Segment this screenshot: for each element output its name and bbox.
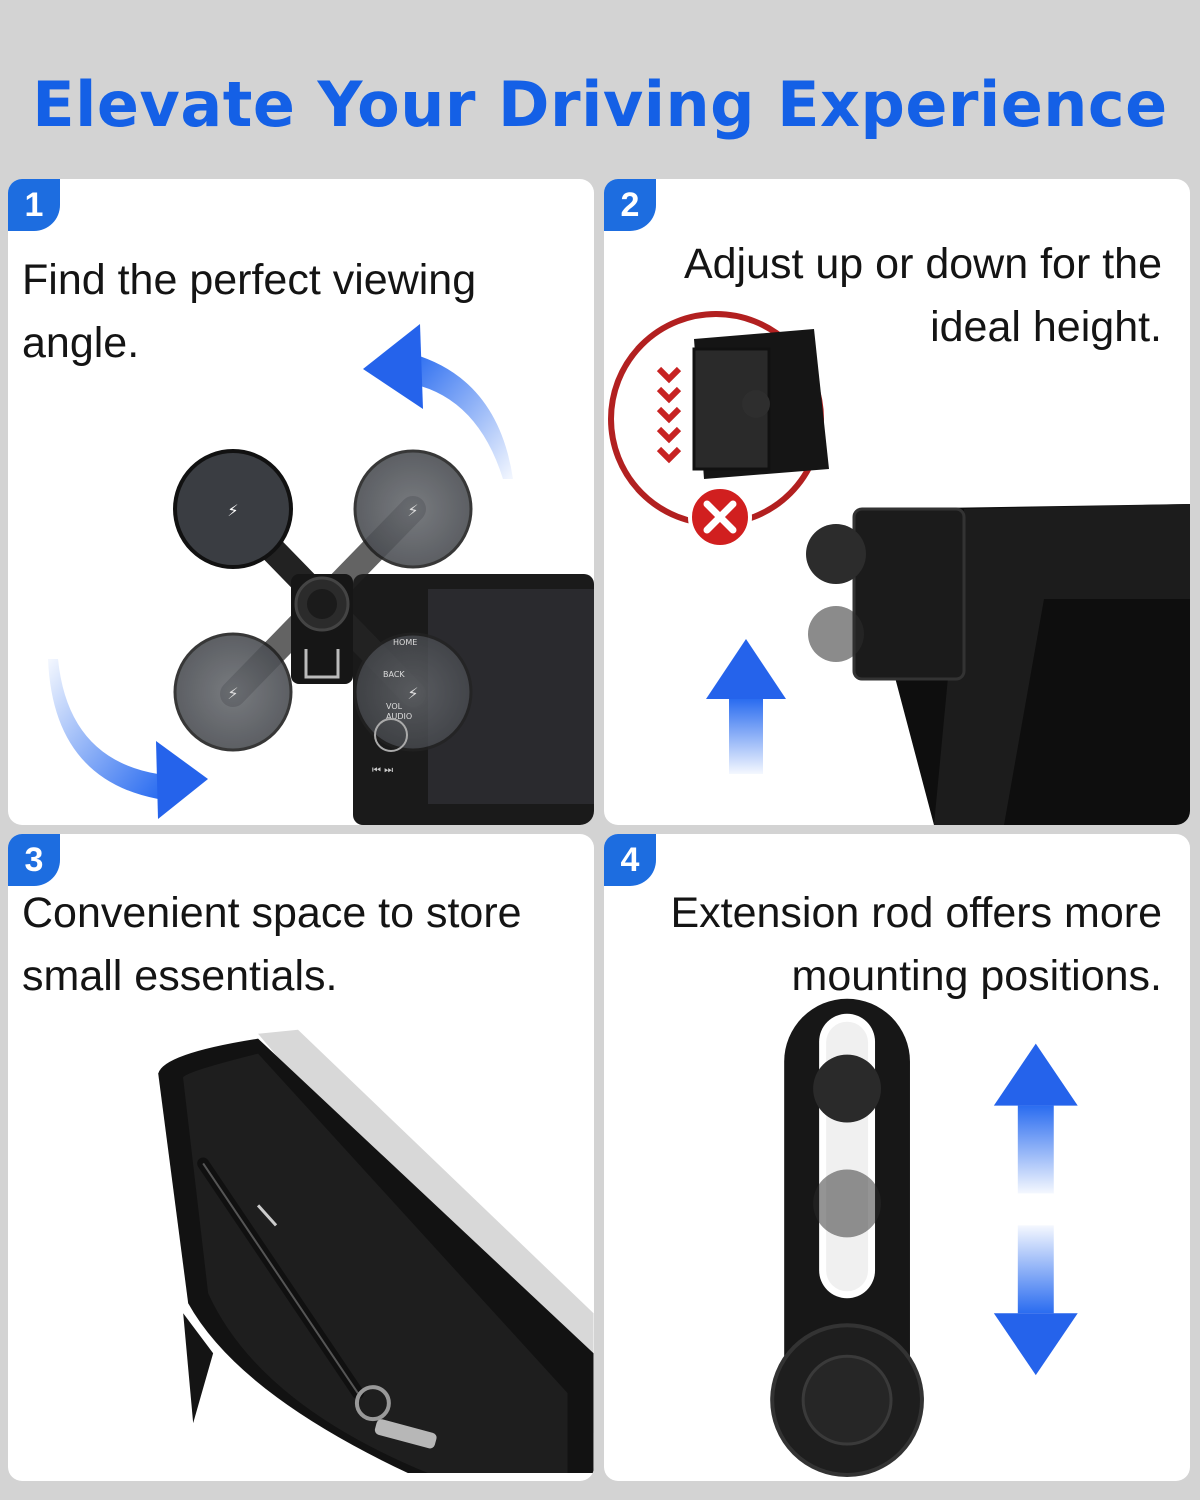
- screen-label-home: HOME: [393, 638, 417, 647]
- height-adjust-icon: [608, 311, 1190, 825]
- feature-caption: Adjust up or down for the ideal height.: [684, 233, 1162, 359]
- ball-joint: [806, 524, 866, 584]
- page-title: Elevate Your Driving Experience: [32, 68, 1168, 141]
- caption-line: small essentials.: [22, 952, 338, 1000]
- charging-pad: [173, 449, 293, 569]
- ball-joint: [813, 1054, 882, 1123]
- screen-label-vol: VOL: [386, 702, 403, 711]
- step-badge: 2: [604, 179, 656, 231]
- caption-line: Extension rod offers more: [670, 889, 1162, 937]
- key-ring: [354, 1385, 391, 1422]
- svg-text:⚡: ⚡: [407, 684, 418, 703]
- feature-caption: Find the perfect viewing angle.: [22, 249, 476, 375]
- step-badge: 3: [8, 834, 60, 886]
- step-badge: 4: [604, 834, 656, 886]
- extension-rod-icon: [770, 998, 1078, 1478]
- caption-line: angle.: [22, 319, 140, 367]
- rotate-arrow-bottom-head-icon: [156, 741, 208, 819]
- arrow-down-icon: [993, 1313, 1078, 1376]
- screen-label-audio: AUDIO: [386, 712, 412, 721]
- step-badge: 1: [8, 179, 60, 231]
- caption-line: ideal height.: [930, 303, 1162, 351]
- feature-panel-storage: 3 Convenient space to store small essent…: [8, 834, 594, 1481]
- storage-tray-icon: [158, 1029, 594, 1474]
- mount-clip: [852, 507, 966, 681]
- svg-text:⏮ ⏭: ⏮ ⏭: [372, 765, 393, 776]
- caption-line: Convenient space to store: [22, 889, 522, 937]
- rotate-arrow-top-head-icon: [363, 324, 423, 409]
- screen-label-back: BACK: [383, 670, 405, 679]
- svg-text:⚡: ⚡: [227, 684, 238, 703]
- caption-line: Adjust up or down for the: [683, 240, 1162, 288]
- rotate-arrow-bottom-icon: [48, 659, 158, 799]
- rotate-arrow-top-icon: [413, 354, 513, 479]
- caption-line: mounting positions.: [791, 952, 1163, 1000]
- arrow-up-icon: [706, 639, 786, 699]
- feature-caption: Convenient space to store small essentia…: [22, 882, 522, 1008]
- arrow-up-icon: [993, 1043, 1078, 1106]
- caption-line: Find the perfect viewing: [22, 256, 477, 304]
- svg-text:⚡: ⚡: [407, 501, 418, 520]
- feature-caption: Extension rod offers more mounting posit…: [670, 882, 1162, 1008]
- phone-mount-rotation-icon: ⚡ ⚡ ⚡ ⚡ HOME BACK VOL AUDIO ⏮ ⏭: [48, 324, 594, 825]
- feature-panel-height-adjust: 2 Adjust up or down for the ideal height…: [604, 179, 1190, 825]
- svg-text:⚡: ⚡: [227, 501, 238, 520]
- key: [374, 1419, 437, 1449]
- feature-panel-extension-rod: 4 Extension rod offers more mounting pos…: [604, 834, 1190, 1481]
- feature-panel-viewing-angle: 1 Find the perfect viewing angle.: [8, 179, 594, 825]
